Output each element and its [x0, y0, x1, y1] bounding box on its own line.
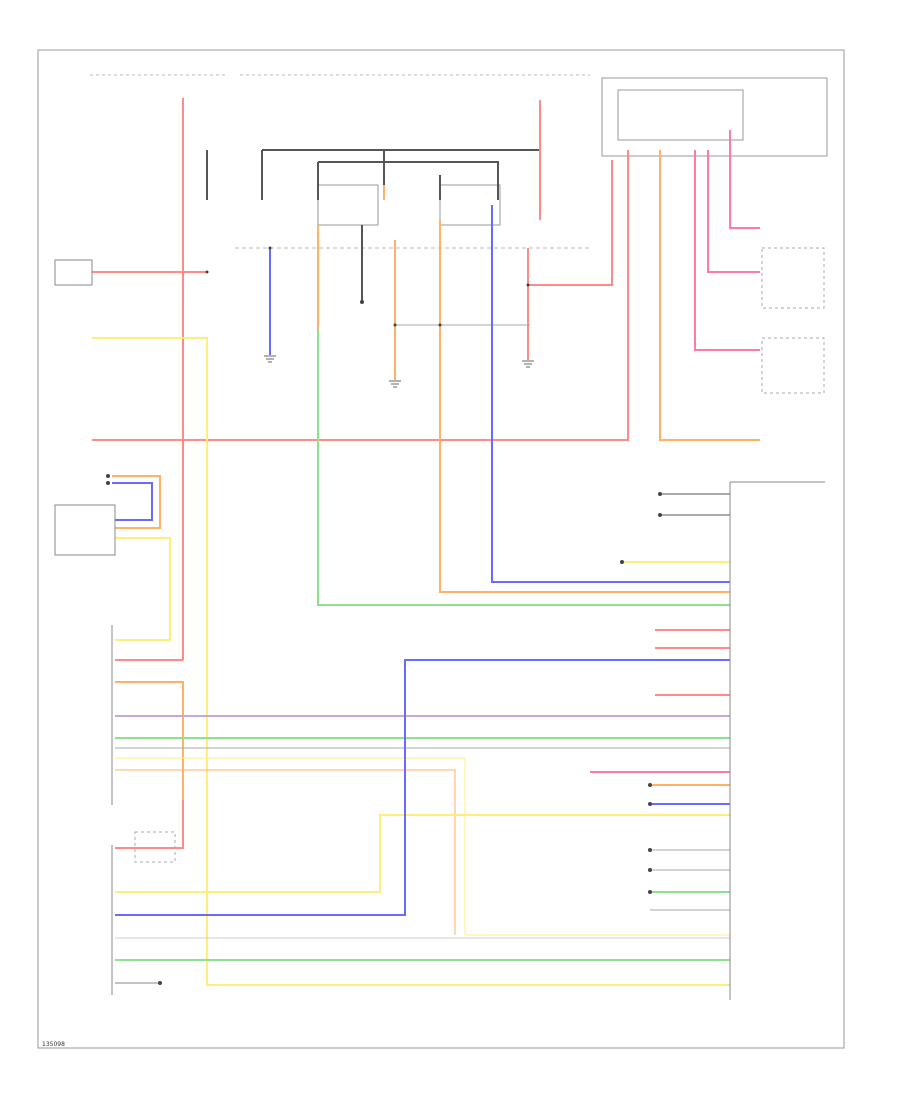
orange-wire-lower — [115, 769, 456, 935]
footer-code: 135098 — [42, 1041, 65, 1048]
start-stop-switch-component — [54, 504, 116, 556]
pink-wire-right-1 — [694, 150, 760, 351]
yellow-wire-lower-left — [115, 814, 730, 893]
black-bus-top — [261, 149, 540, 200]
connector-dots — [106, 246, 662, 985]
ground-symbol-mid — [389, 380, 401, 388]
relay-box-right — [439, 184, 501, 226]
right-connector-block — [729, 481, 825, 1000]
pink-wire-right-2 — [707, 150, 760, 273]
red-wire-horizontal-long — [92, 150, 629, 441]
junction-box-inner — [617, 89, 744, 141]
ground-symbol-right — [522, 360, 534, 368]
start-lamp-component — [54, 259, 93, 286]
orange-wire-mid-2 — [439, 220, 730, 593]
green-wire-relay — [317, 225, 730, 606]
dashed-component-left — [134, 831, 176, 863]
orange-wire-mid-1 — [383, 185, 396, 380]
diagram-border — [37, 49, 845, 1049]
yellow-wire-mid — [115, 757, 730, 936]
pink-wire-right-3 — [729, 130, 760, 229]
dashed-component-right-1 — [761, 247, 825, 309]
yellow-wire-left — [92, 337, 730, 986]
red-wire-right-relay — [527, 100, 613, 360]
blue-wire-small-switch — [112, 482, 153, 521]
red-wire-lower-left — [115, 800, 184, 849]
blue-wire-right-relay — [491, 205, 730, 583]
relay-box-left — [317, 184, 379, 226]
blue-wire-big-loop — [115, 659, 730, 916]
yellow-wire-switch-down — [115, 537, 171, 641]
ground-symbol-left — [264, 355, 276, 363]
dashed-component-right-2 — [761, 337, 825, 394]
orange-wire-right — [659, 150, 760, 441]
junction-box-outline — [601, 77, 828, 157]
orange-wire-small-switch — [112, 475, 161, 529]
orange-wire-left-module — [115, 681, 184, 800]
